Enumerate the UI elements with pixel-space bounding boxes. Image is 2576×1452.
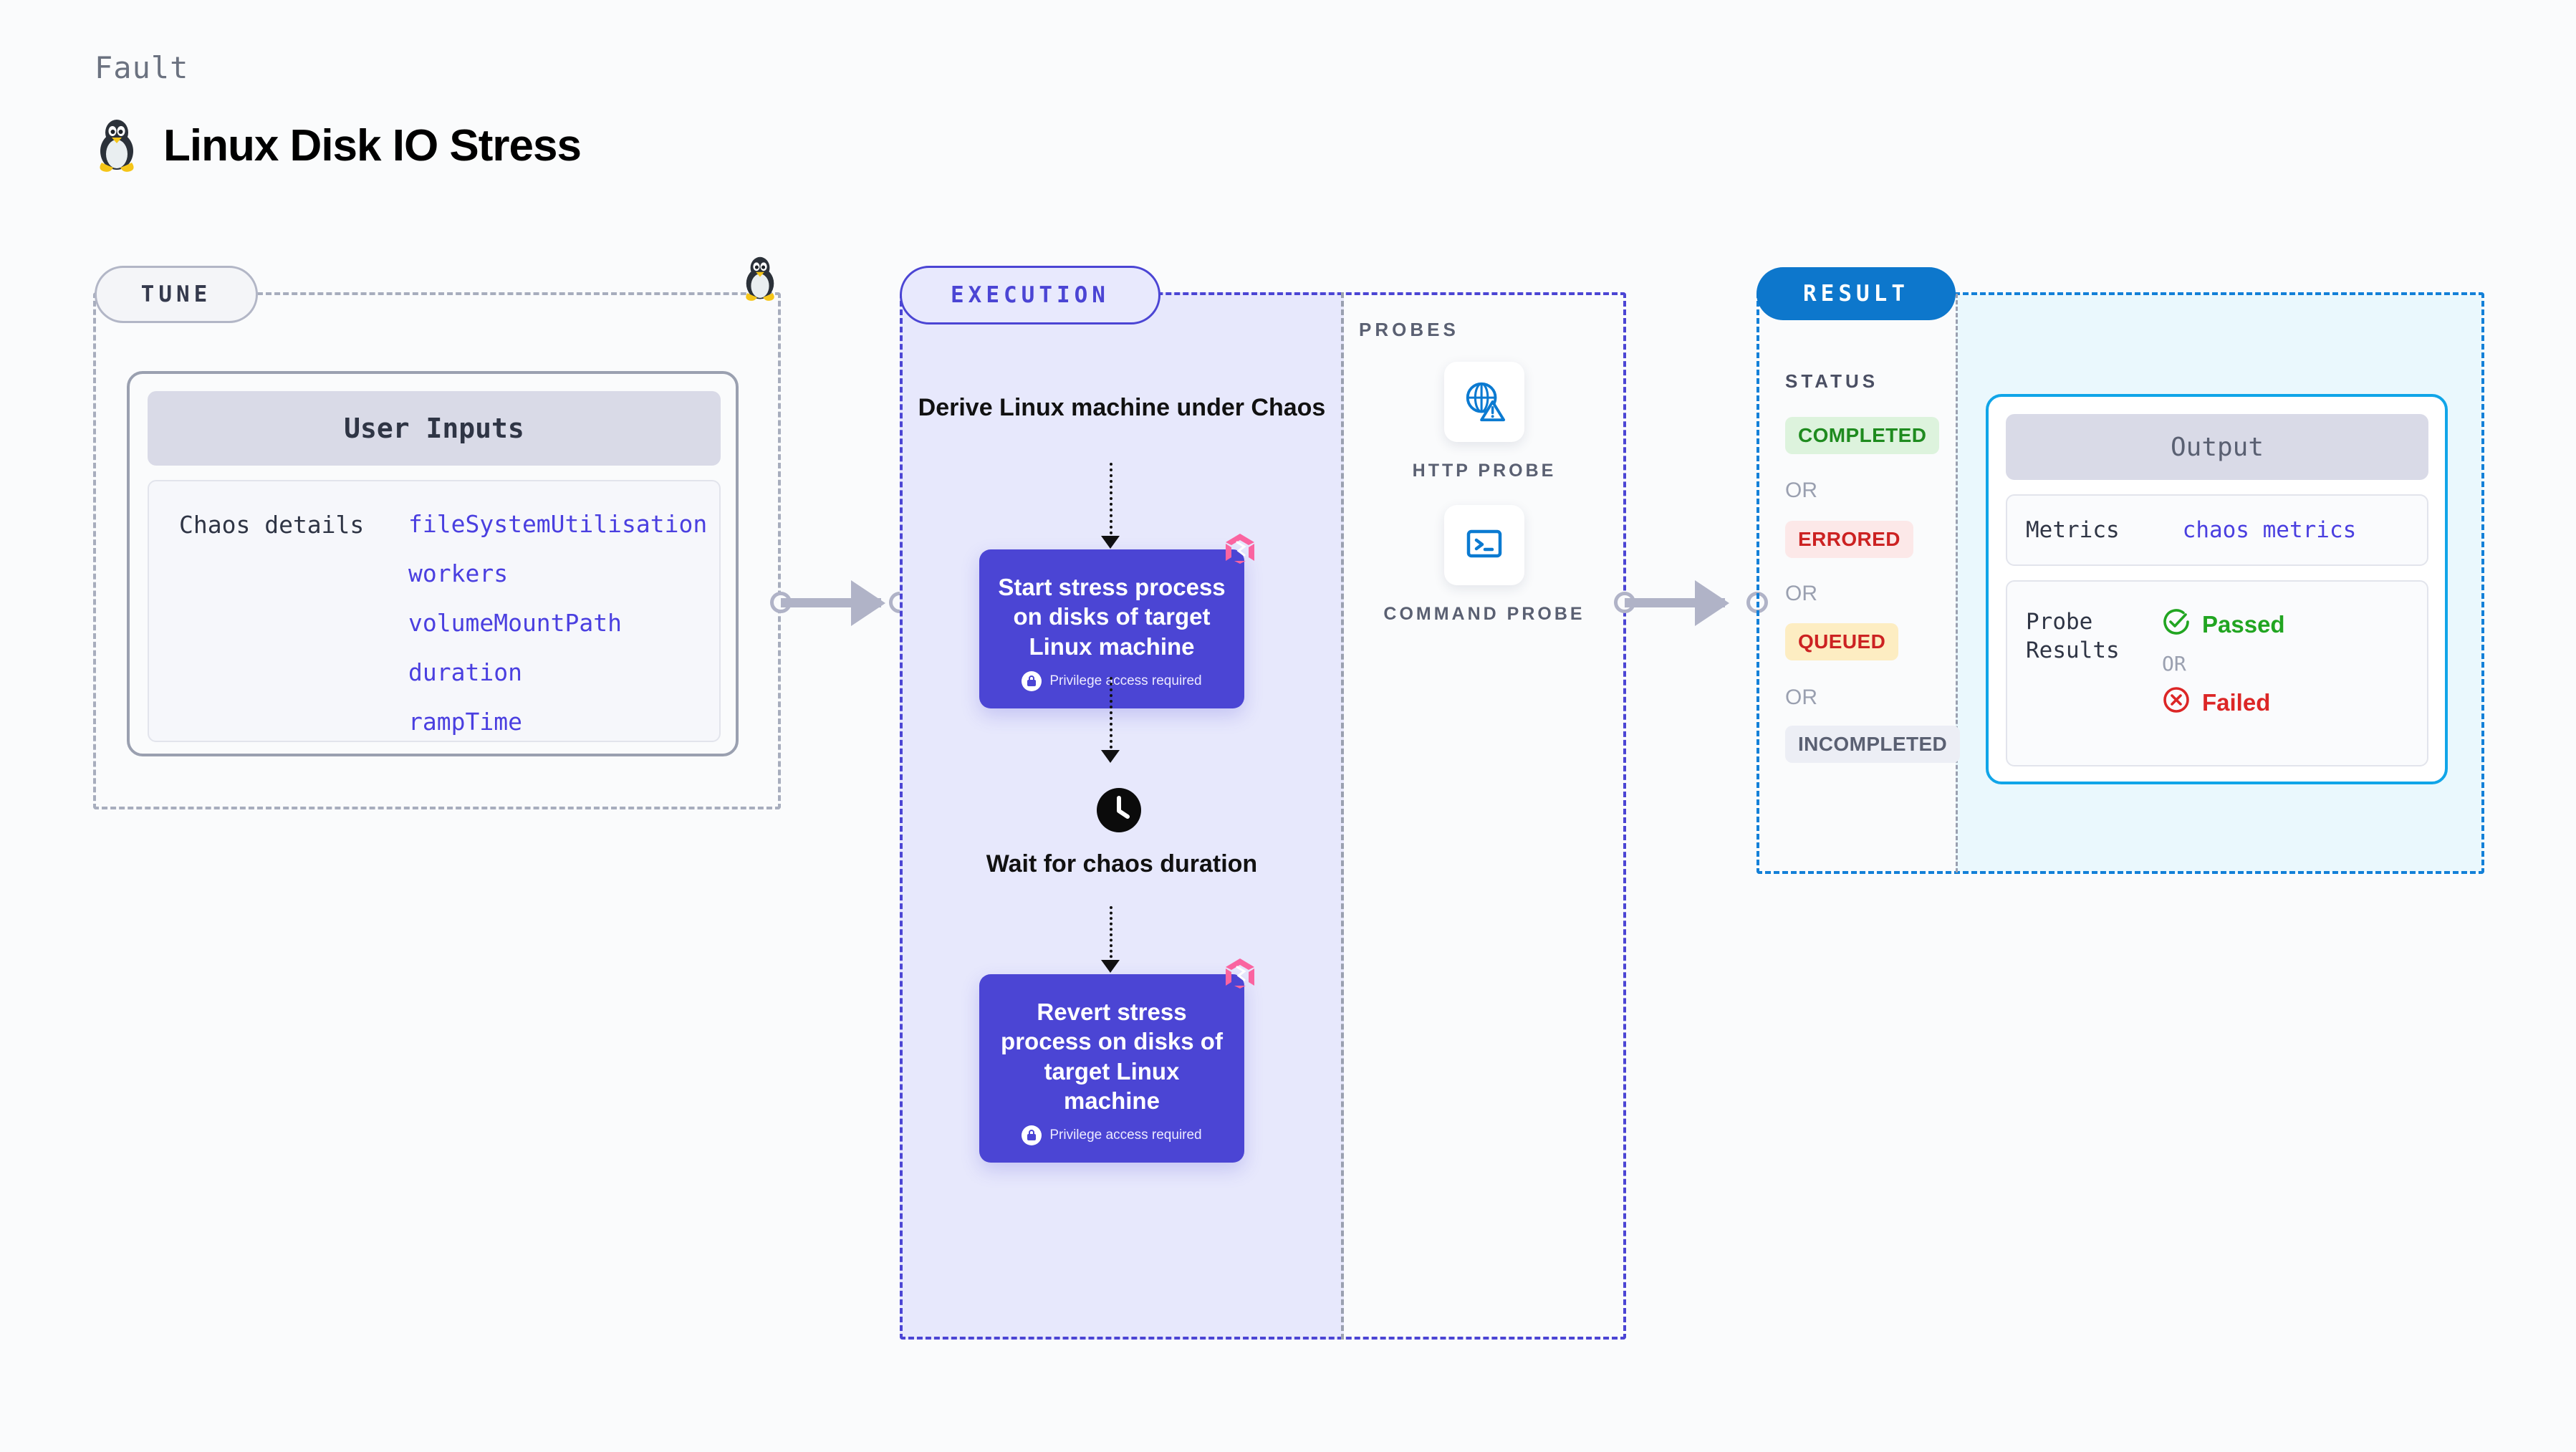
result-divider (1956, 294, 1958, 872)
revert-stress-node-note: Privilege access required (1049, 1128, 1202, 1143)
command-probe-tile (1444, 505, 1524, 585)
probe-command[interactable]: COMMAND PROBE (1373, 505, 1595, 627)
start-stress-node[interactable]: Start stress process on disks of target … (979, 534, 1254, 708)
start-stress-node-note-row: Privilege access required (995, 670, 1229, 691)
status-or-2: OR (1785, 582, 1817, 605)
execution-section-pill: EXECUTION (900, 266, 1160, 324)
lock-icon (1022, 670, 1042, 691)
flow-line-3 (1110, 906, 1112, 963)
probes-divider (1341, 292, 1344, 1340)
probe-results-key: Probe Results (2026, 609, 2120, 664)
close-circle-icon (2162, 686, 2191, 720)
command-probe-label: COMMAND PROBE (1383, 604, 1585, 624)
page-title-row: Linux Disk IO Stress (95, 118, 582, 173)
status-badge-errored: ERRORED (1785, 521, 1913, 558)
page-title: Linux Disk IO Stress (163, 120, 582, 170)
result-section-pill: RESULT (1756, 267, 1956, 320)
user-inputs-header: User Inputs (148, 391, 721, 466)
chaos-details-panel: Chaos details fileSystemUtilisation work… (148, 480, 721, 742)
check-circle-icon (2162, 607, 2191, 642)
status-or-3: OR (1785, 686, 1817, 709)
tune-section-pill: TUNE (95, 266, 258, 323)
lock-icon (1022, 1125, 1042, 1145)
litmus-logo-icon (1223, 532, 1257, 569)
result-region (1756, 292, 2484, 874)
probes-section-label: PROBES (1359, 319, 1459, 340)
flow-line-2 (1110, 677, 1112, 754)
probe-results-values: Passed OR Failed (2162, 607, 2285, 765)
user-inputs-card: User Inputs Chaos details fileSystemUtil… (127, 371, 739, 756)
probe-result-or: OR (2162, 652, 2186, 675)
execution-region (900, 292, 1626, 1340)
metrics-row: Metrics chaos metrics (2006, 494, 2428, 566)
status-badge-completed: COMPLETED (1785, 417, 1940, 454)
wait-step-label: Wait for chaos duration (986, 850, 1258, 878)
clock-icon (1097, 788, 1141, 836)
tune-linux-penguin-icon (741, 256, 779, 305)
probe-result-failed: Failed (2162, 686, 2285, 720)
probe-results-row: Probe Results Passed OR (2006, 580, 2428, 766)
output-header: Output (2006, 414, 2428, 480)
terminal-icon (1464, 523, 1505, 568)
flow-arrow-1 (1101, 536, 1120, 549)
chaos-input-duration[interactable]: duration (408, 658, 522, 686)
probe-result-failed-label: Failed (2202, 689, 2271, 716)
globe-warning-icon (1462, 378, 1506, 426)
flow-arrow-2 (1101, 750, 1120, 763)
status-badge-queued: QUEUED (1785, 623, 1899, 660)
flow-line-1 (1110, 463, 1112, 540)
revert-stress-node-note-row: Privilege access required (995, 1125, 1229, 1145)
http-probe-label: HTTP PROBE (1412, 461, 1557, 481)
chaos-input-workers[interactable]: workers (408, 559, 509, 587)
probe-result-passed: Passed (2162, 607, 2285, 642)
fault-kicker-label: Fault (95, 50, 189, 85)
status-label: STATUS (1785, 370, 1879, 392)
chaos-input-ramptime[interactable]: rampTime (408, 708, 522, 736)
output-card: Output Metrics chaos metrics Probe Resul… (1986, 394, 2448, 784)
flow-arrow-3 (1101, 960, 1120, 973)
chaos-input-volumemountpath[interactable]: volumeMountPath (408, 609, 623, 637)
connector-arrow-1 (851, 580, 885, 626)
probe-http[interactable]: HTTP PROBE (1373, 362, 1595, 484)
start-stress-node-title: Start stress process on disks of target … (998, 574, 1226, 660)
metrics-key: Metrics (2026, 517, 2120, 543)
litmus-logo-icon (1223, 957, 1257, 994)
metrics-value[interactable]: chaos metrics (2182, 517, 2357, 543)
start-stress-node-note: Privilege access required (1049, 673, 1202, 688)
revert-stress-node-title: Revert stress process on disks of target… (1001, 999, 1223, 1114)
tune-region (93, 292, 781, 809)
chaos-input-filesystemutilisation[interactable]: fileSystemUtilisation (408, 510, 708, 538)
chaos-details-label: Chaos details (179, 511, 365, 539)
status-badge-incompleted: INCOMPLETED (1785, 726, 1961, 763)
connector-arrow-2 (1695, 580, 1729, 626)
chaos-details-values: fileSystemUtilisation workers volumeMoun… (408, 510, 707, 741)
probe-result-passed-label: Passed (2202, 611, 2285, 638)
status-or-1: OR (1785, 479, 1817, 502)
http-probe-tile (1444, 362, 1524, 442)
derive-step-label: Derive Linux machine under Chaos (918, 394, 1326, 421)
revert-stress-node[interactable]: Revert stress process on disks of target… (979, 958, 1254, 1163)
linux-penguin-icon (95, 118, 139, 173)
